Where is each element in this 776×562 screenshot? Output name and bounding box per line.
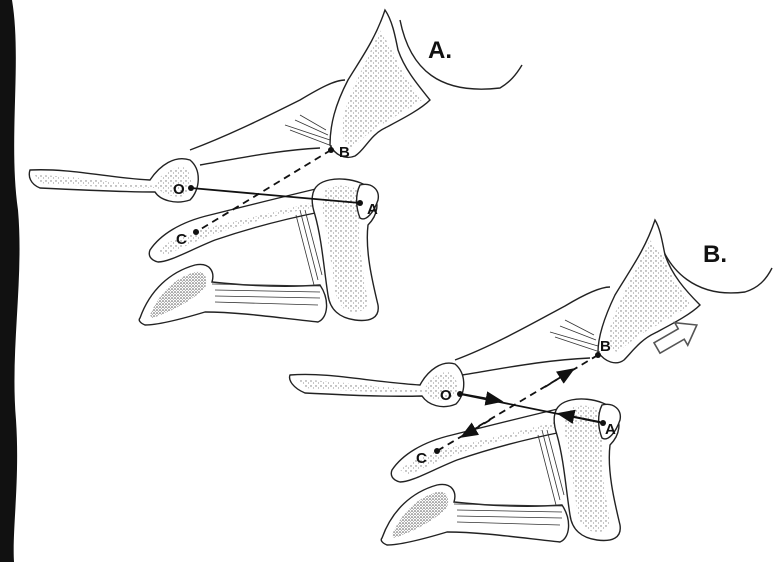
panel-b-arrow-b bbox=[545, 370, 572, 387]
panel-a-point-a bbox=[357, 200, 363, 206]
panel-a-label-o: O bbox=[173, 181, 185, 198]
panel-b-upper-ligament bbox=[455, 287, 610, 360]
panel-a-label-a: A bbox=[367, 201, 378, 218]
panel-a-title: A. bbox=[428, 37, 452, 64]
left-edge-curve bbox=[0, 0, 20, 562]
panel-a-ligament-fibers bbox=[285, 115, 332, 146]
panel-a-label-b: B bbox=[339, 144, 350, 161]
panel-b-title: B. bbox=[703, 241, 727, 268]
panel-a-skull-outline bbox=[400, 20, 522, 89]
panel-a-point-o bbox=[188, 185, 194, 191]
panel-a-upper-ligament bbox=[190, 80, 345, 150]
panel-a-label-c: C bbox=[176, 231, 187, 248]
panel-b-ligament-fibers bbox=[550, 320, 600, 352]
panel-b-arrow-o bbox=[462, 394, 500, 401]
panel-b-upper-ligament-lower bbox=[462, 358, 590, 375]
panel-b-label-c: C bbox=[416, 450, 427, 467]
panel-a-point-c bbox=[193, 229, 199, 235]
panel-a: O A B C A. bbox=[29, 10, 522, 325]
panel-a-upper-ligament-lower bbox=[200, 148, 320, 165]
panel-b-label-a: A bbox=[605, 421, 616, 438]
panel-b-point-c bbox=[434, 448, 440, 454]
panel-a-point-b bbox=[328, 147, 334, 153]
panel-b-label-b: B bbox=[600, 338, 611, 355]
panel-b-label-o: O bbox=[440, 387, 452, 404]
panel-b-point-o bbox=[457, 391, 463, 397]
